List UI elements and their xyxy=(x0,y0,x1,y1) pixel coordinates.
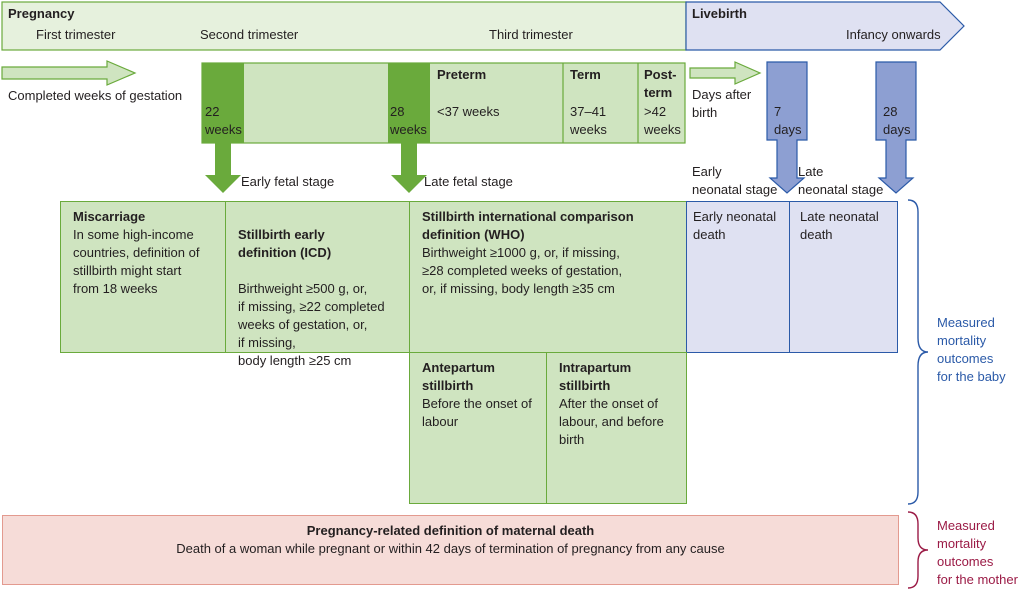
days-arrow xyxy=(689,61,762,85)
miscarriage-box: Miscarriage In some high-income countrie… xyxy=(60,201,226,353)
maternal-death-body: Death of a woman while pregnant or withi… xyxy=(176,541,725,556)
early-fetal-arrow xyxy=(205,143,241,193)
livebirth-banner xyxy=(685,1,965,51)
antepartum-body: Before the onset of labour xyxy=(422,396,532,429)
second-trimester-label: Second trimester xyxy=(200,27,299,42)
infancy-label: Infancy onwards xyxy=(846,27,941,42)
pregnancy-label: Pregnancy xyxy=(8,6,75,21)
who-box: Stillbirth international comparison defi… xyxy=(409,201,687,353)
late-neonatal-stage-label: Late neonatal stage xyxy=(798,164,884,197)
late-neonatal-death-text: Late neonatal death xyxy=(800,209,879,242)
who-body: Birthweight ≥1000 g, or, if missing, ≥28… xyxy=(422,245,623,296)
who-title: Stillbirth international comparison defi… xyxy=(422,209,634,242)
late-fetal-stage-label: Late fetal stage xyxy=(424,174,513,189)
icd-title: Stillbirth early definition (ICD) xyxy=(238,227,332,260)
preterm-value: <37 weeks xyxy=(437,104,500,119)
maternal-death-box: Pregnancy-related definition of maternal… xyxy=(2,515,899,585)
icd-body: Birthweight ≥500 g, or, if missing, ≥22 … xyxy=(238,281,385,368)
antepartum-title: Antepartum stillbirth xyxy=(422,360,495,393)
day28-label: 28 days xyxy=(883,104,911,137)
gestation-arrow xyxy=(1,60,137,86)
preterm-title: Preterm xyxy=(437,67,487,82)
week22-marker xyxy=(202,63,244,143)
day7-arrow xyxy=(766,61,808,194)
pregnancy-banner xyxy=(1,1,687,51)
intrapartum-box: Intrapartum stillbirth After the onset o… xyxy=(546,352,687,504)
week28-marker xyxy=(388,63,430,143)
miscarriage-title: Miscarriage xyxy=(73,209,146,224)
baby-brace xyxy=(907,199,929,505)
icd-box: Stillbirth early definition (ICD) Birthw… xyxy=(225,201,410,368)
intrapartum-body: After the onset of labour, and before bi… xyxy=(559,396,664,447)
postterm-title: Post- term xyxy=(644,67,677,100)
late-neonatal-death-box: Late neonatal death xyxy=(789,201,898,353)
early-neonatal-death-text: Early neonatal death xyxy=(693,209,777,242)
antepartum-box: Antepartum stillbirth Before the onset o… xyxy=(409,352,547,504)
miscarriage-body: In some high-income countries, definitio… xyxy=(73,227,200,296)
intrapartum-title: Intrapartum stillbirth xyxy=(559,360,632,393)
postterm-value: >42 weeks xyxy=(644,104,681,137)
gestation-bar xyxy=(201,62,686,144)
days-after-birth-label: Days after birth xyxy=(692,87,752,120)
mother-brace xyxy=(907,511,929,589)
baby-outcomes-label: Measured mortality outcomes for the baby xyxy=(937,315,1006,384)
day7-label: 7 days xyxy=(774,104,802,137)
maternal-death-title: Pregnancy-related definition of maternal… xyxy=(306,523,595,538)
gestation-label: Completed weeks of gestation xyxy=(8,88,183,103)
week28-label: 28 weeks xyxy=(390,104,427,137)
third-trimester-label: Third trimester xyxy=(489,27,573,42)
first-trimester-label: First trimester xyxy=(36,27,116,42)
term-value: 37–41 weeks xyxy=(570,104,607,137)
livebirth-label: Livebirth xyxy=(692,6,747,21)
term-title: Term xyxy=(570,67,601,82)
week22-label: 22 weeks xyxy=(205,104,242,137)
late-fetal-arrow xyxy=(391,143,427,193)
early-fetal-stage-label: Early fetal stage xyxy=(241,174,335,189)
early-neonatal-stage-label: Early neonatal stage xyxy=(692,164,778,197)
mother-outcomes-label: Measured mortality outcomes for the moth… xyxy=(937,518,1018,587)
day28-arrow xyxy=(875,61,917,194)
early-neonatal-death-box: Early neonatal death xyxy=(686,201,790,353)
